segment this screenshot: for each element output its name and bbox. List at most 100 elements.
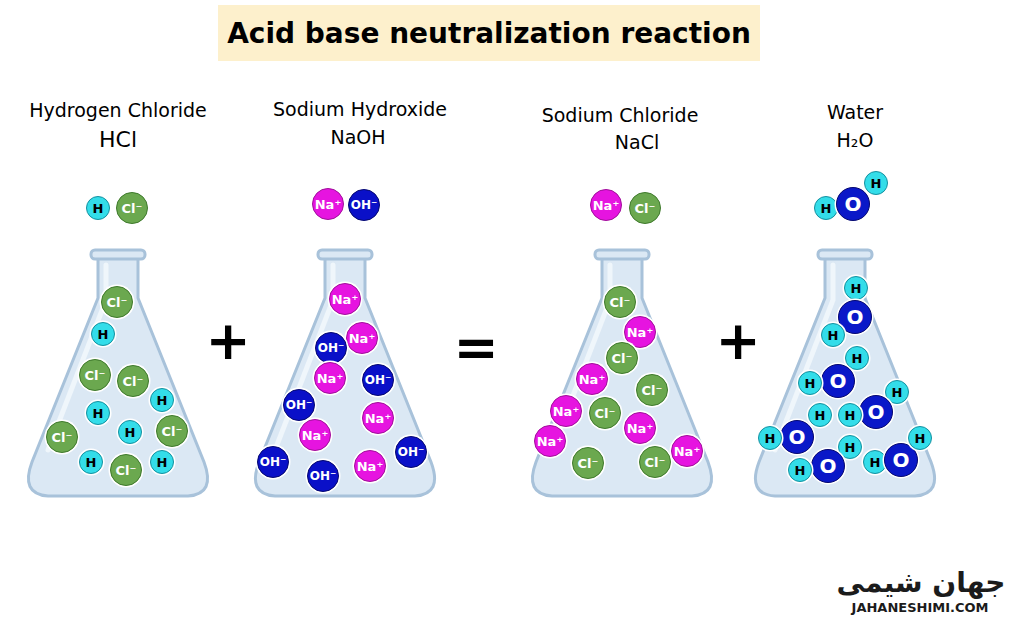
title-box: Acid base neutralization reaction <box>218 5 760 61</box>
atom-symbol: OH⁻ <box>365 374 392 386</box>
hydrogen-atom: H <box>86 401 110 425</box>
atom-symbol: Cl⁻ <box>610 296 631 309</box>
chloride-ion: Cl⁻ <box>636 374 668 406</box>
hydrogen-atom: H <box>844 276 868 300</box>
hydroxide-ion: OH⁻ <box>395 436 427 468</box>
title-text: Acid base neutralization reaction <box>227 17 751 50</box>
hydrogen-atom: H <box>758 426 782 450</box>
formula: HCl <box>99 127 137 152</box>
atom-symbol: Cl⁻ <box>52 431 73 444</box>
sodium-ion: Na⁺ <box>362 402 394 434</box>
compound-name: Hydrogen Chloride <box>29 99 207 121</box>
atom-symbol: H <box>795 464 806 477</box>
chloride-ion: Cl⁻ <box>606 342 638 374</box>
logo-text: جهان شیمی <box>837 566 1006 599</box>
hydrogen-atom: H <box>864 171 888 195</box>
atom-symbol: H <box>157 394 168 407</box>
hydroxide-ion: OH⁻ <box>362 364 394 396</box>
atom-symbol: O <box>892 450 909 470</box>
hydroxide-ion: OH⁻ <box>283 389 315 421</box>
chloride-ion: Cl⁻ <box>156 415 188 447</box>
sodium-ion: Na⁺ <box>671 435 703 467</box>
sodium-ion: Na⁺ <box>299 419 331 451</box>
hydrogen-atom: H <box>86 196 110 220</box>
chloride-ion: Cl⁻ <box>110 454 142 486</box>
atom-symbol: H <box>845 441 856 454</box>
hydrogen-atom: H <box>79 450 103 474</box>
atom-symbol: O <box>819 456 836 476</box>
compound-name: Water <box>827 101 883 123</box>
sodium-ion: Na⁺ <box>576 363 608 395</box>
atom-symbol: Na⁺ <box>627 326 654 339</box>
atom-symbol: H <box>805 377 816 390</box>
equals-sign: = <box>453 316 498 379</box>
hydrogen-atom: H <box>821 323 845 347</box>
atom-symbol: Cl⁻ <box>122 202 143 215</box>
atom-symbol: O <box>829 371 846 391</box>
hydrogen-atom: H <box>838 403 862 427</box>
atom-symbol: Cl⁻ <box>107 296 128 309</box>
atom-symbol: Cl⁻ <box>123 375 144 388</box>
atom-symbol: H <box>852 352 863 365</box>
atom-symbol: Cl⁻ <box>116 464 137 477</box>
atom-symbol: OH⁻ <box>398 446 425 458</box>
chloride-ion: Cl⁻ <box>604 286 636 318</box>
atom-symbol: H <box>871 177 882 190</box>
atom-symbol: Na⁺ <box>365 412 392 425</box>
atom-symbol: H <box>86 456 97 469</box>
atom-symbol: O <box>867 402 884 422</box>
atom-symbol: Na⁺ <box>315 198 342 211</box>
oxygen-atom: O <box>811 449 845 483</box>
atom-symbol: H <box>870 456 881 469</box>
sodium-ion: Na⁺ <box>329 283 361 315</box>
atom-symbol: OH⁻ <box>286 399 313 411</box>
atom-symbol: Na⁺ <box>302 429 329 442</box>
atom-symbol: Cl⁻ <box>642 384 663 397</box>
atom-symbol: Na⁺ <box>537 435 564 448</box>
hydrogen-atom: H <box>150 388 174 412</box>
formula: NaCl <box>615 131 659 153</box>
hydrogen-atom: H <box>788 458 812 482</box>
atom-symbol: Na⁺ <box>579 373 606 386</box>
atom-symbol: OH⁻ <box>260 456 287 468</box>
atom-symbol: Cl⁻ <box>612 352 633 365</box>
atom-symbol: Cl⁻ <box>635 202 656 215</box>
chloride-ion: Cl⁻ <box>639 446 671 478</box>
hydrogen-atom: H <box>814 196 838 220</box>
atom-symbol: Na⁺ <box>674 445 701 458</box>
hydrogen-atom: H <box>91 322 115 346</box>
oxygen-atom: O <box>780 420 814 454</box>
hydrogen-atom: H <box>798 371 822 395</box>
atom-symbol: OH⁻ <box>318 342 345 354</box>
atom-symbol: OH⁻ <box>310 470 337 482</box>
hydrogen-atom: H <box>845 346 869 370</box>
atom-symbol: Na⁺ <box>627 422 654 435</box>
chloride-ion: Cl⁻ <box>629 192 661 224</box>
atom-symbol: Cl⁻ <box>85 369 106 382</box>
chloride-ion: Cl⁻ <box>117 365 149 397</box>
chloride-ion: Cl⁻ <box>79 359 111 391</box>
atom-symbol: H <box>765 432 776 445</box>
hydrogen-atom: H <box>808 403 832 427</box>
erlenmeyer-flask <box>755 250 934 496</box>
atom-symbol: H <box>845 409 856 422</box>
hydroxide-ion: OH⁻ <box>315 332 347 364</box>
erlenmeyer-flask <box>255 250 434 496</box>
hydrogen-atom: H <box>908 426 932 450</box>
atom-symbol: H <box>815 409 826 422</box>
sodium-ion: Na⁺ <box>354 450 386 482</box>
atom-symbol: H <box>125 426 136 439</box>
plus-sign: + <box>205 309 250 372</box>
sodium-ion: Na⁺ <box>312 188 344 220</box>
erlenmeyer-flask <box>532 250 711 496</box>
atom-symbol: O <box>788 427 805 447</box>
oxygen-atom: O <box>836 187 870 221</box>
sodium-ion: Na⁺ <box>550 395 582 427</box>
formula: H₂O <box>837 129 874 151</box>
erlenmeyer-flask <box>28 250 207 496</box>
atom-symbol: Na⁺ <box>349 332 376 345</box>
chloride-ion: Cl⁻ <box>589 397 621 429</box>
atom-symbol: Cl⁻ <box>595 407 616 420</box>
compound-name: Sodium Hydroxide <box>273 98 447 120</box>
sodium-ion: Na⁺ <box>314 362 346 394</box>
